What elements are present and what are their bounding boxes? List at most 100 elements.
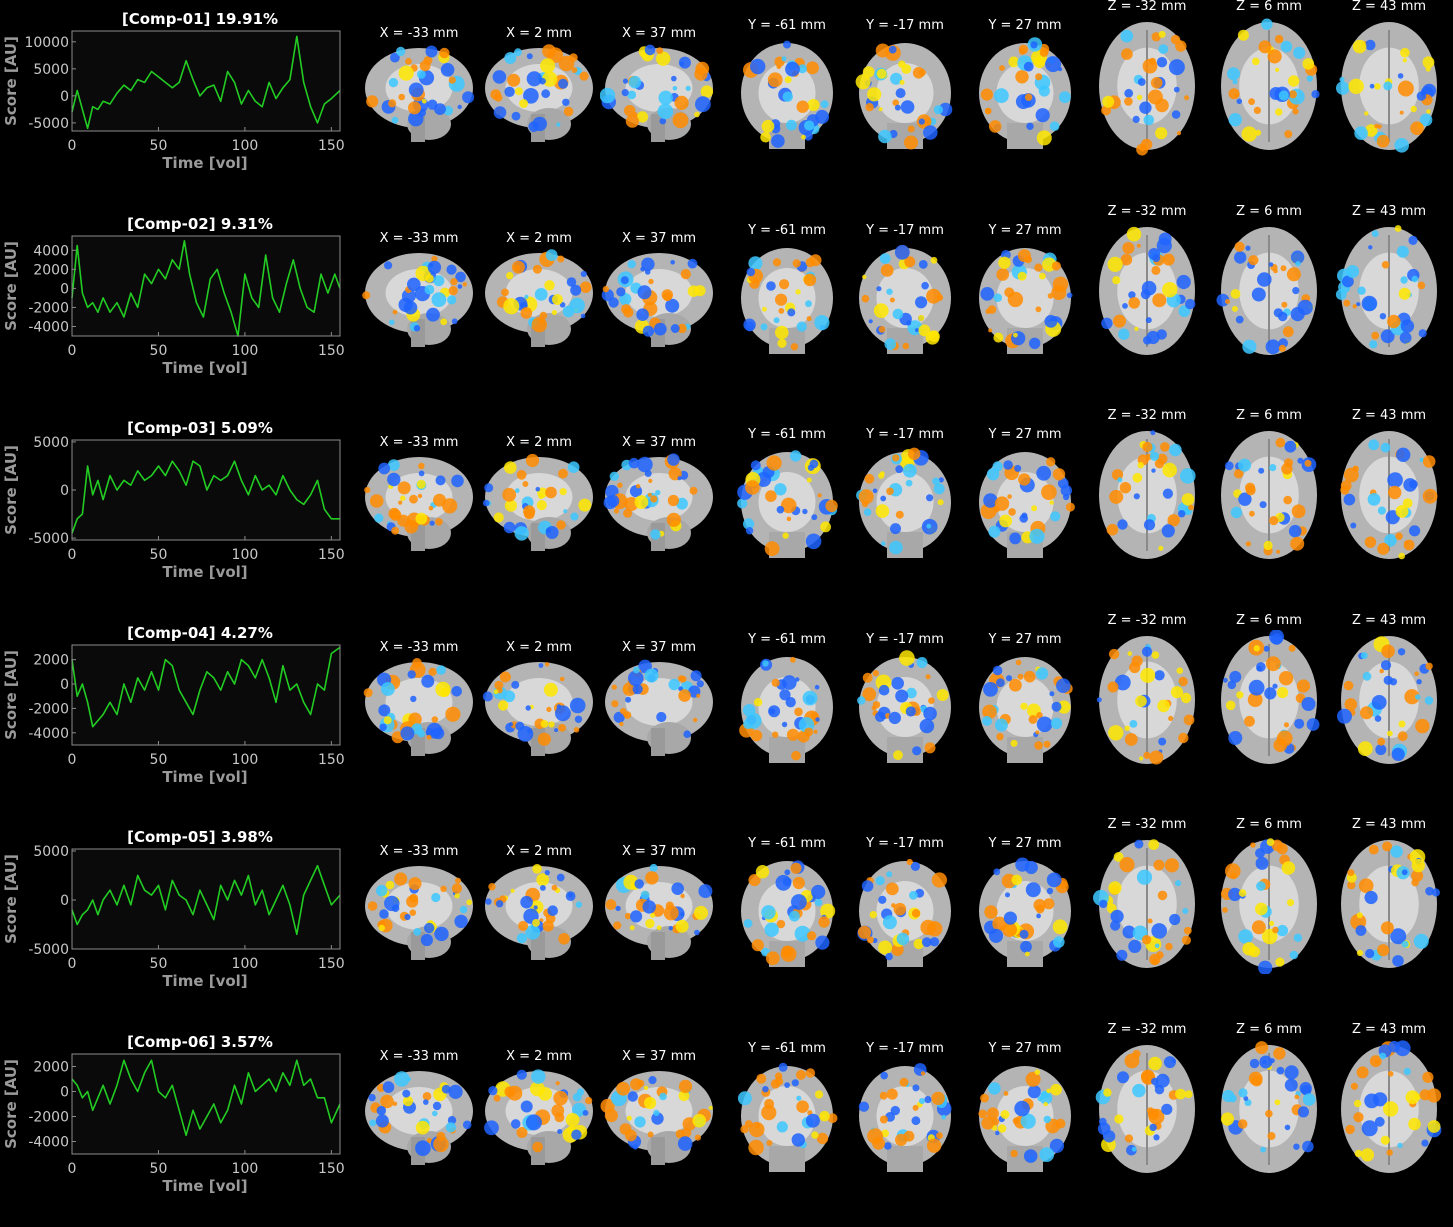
activation-blob: [1286, 267, 1301, 282]
activation-blob: [1167, 514, 1180, 527]
activation-blob: [634, 879, 644, 889]
activation-blob: [1365, 948, 1375, 959]
brainstem: [887, 1146, 923, 1172]
activation-blob: [861, 880, 874, 892]
activation-blob: [1402, 58, 1407, 63]
activation-blob: [814, 898, 823, 907]
brain-image: [364, 457, 473, 551]
activation-blob: [899, 1077, 909, 1087]
x-axis-label: Time [vol]: [162, 972, 247, 990]
activation-blob: [546, 706, 552, 712]
activation-blob: [1374, 1116, 1385, 1127]
activation-blob: [1039, 272, 1046, 280]
activation-blob: [931, 1091, 945, 1106]
activation-blob: [1151, 468, 1156, 473]
activation-blob: [938, 102, 953, 117]
activation-blob: [876, 286, 882, 292]
activation-blob: [890, 523, 901, 535]
activation-blob: [565, 891, 576, 901]
activation-blob: [760, 131, 771, 143]
activation-blob: [1013, 332, 1018, 338]
slice-coordinate-label: X = 37 mm: [621, 640, 697, 655]
activation-blob: [1017, 271, 1027, 281]
activation-blob: [1405, 1090, 1420, 1105]
activation-blob: [1394, 1040, 1411, 1057]
activation-blob: [1051, 261, 1061, 271]
x-tick-label: 0: [68, 547, 77, 563]
activation-blob: [1242, 942, 1256, 956]
activation-blob: [825, 499, 838, 513]
activation-blob: [1410, 121, 1424, 136]
activation-blob: [538, 493, 544, 500]
activation-blob: [1034, 1069, 1041, 1075]
activation-blob: [510, 888, 515, 893]
activation-blob: [1021, 512, 1028, 519]
activation-blob: [440, 63, 455, 77]
activation-blob: [648, 478, 653, 483]
activation-blob: [810, 712, 818, 719]
activation-blob: [678, 1090, 690, 1102]
activation-blob: [1059, 91, 1071, 104]
activation-blob: [392, 309, 398, 315]
activation-blob: [1377, 542, 1390, 555]
activation-blob: [1222, 907, 1228, 913]
activation-blob: [992, 665, 1003, 676]
activation-blob: [526, 53, 533, 60]
activation-blob: [1360, 1148, 1375, 1162]
activation-blob: [547, 905, 558, 916]
activation-blob: [890, 72, 903, 85]
activation-blob: [796, 1100, 809, 1113]
activation-blob: [1124, 733, 1138, 746]
activation-blob: [1015, 659, 1022, 666]
activation-blob: [1176, 131, 1182, 136]
activation-blob: [1137, 462, 1144, 469]
slice-coordinate-label: Z = 6 mm: [1236, 408, 1302, 423]
activation-blob: [387, 472, 401, 487]
activation-blob: [535, 486, 541, 492]
activation-blob: [1383, 81, 1393, 91]
brain-image: [979, 452, 1075, 558]
brain-slice-cor: Y = -17 mm: [846, 409, 964, 599]
activation-blob: [1302, 1093, 1316, 1106]
activation-blob: [1422, 83, 1437, 98]
activation-blob: [931, 872, 947, 888]
activation-blob: [499, 671, 511, 683]
activation-blob: [527, 728, 533, 734]
activation-blob: [454, 893, 460, 899]
activation-blob: [1360, 652, 1368, 659]
activation-blob: [1419, 1089, 1431, 1101]
activation-blob: [772, 258, 782, 267]
activation-blob: [774, 1072, 783, 1080]
activation-blob: [1006, 675, 1012, 682]
activation-blob: [413, 325, 421, 332]
activation-blob: [886, 487, 894, 496]
activation-blob: [827, 1113, 838, 1124]
activation-blob: [1162, 462, 1177, 478]
activation-blob: [1356, 949, 1364, 957]
activation-blob: [994, 88, 1009, 104]
activation-blob: [455, 877, 461, 884]
activation-blob: [519, 99, 529, 108]
activation-blob: [1397, 648, 1406, 656]
activation-blob: [661, 289, 673, 301]
activation-blob: [368, 1093, 376, 1102]
activation-blob: [1357, 286, 1366, 295]
activation-blob: [1418, 329, 1427, 338]
activation-blob: [637, 285, 652, 300]
activation-blob: [1409, 525, 1421, 537]
activation-blob: [677, 1136, 693, 1151]
activation-blob: [1352, 39, 1367, 54]
brain-slice-sag: X = -33 mm: [360, 409, 478, 599]
activation-blob: [1051, 701, 1062, 712]
activation-blob: [745, 712, 762, 729]
brain-image: [1221, 18, 1320, 150]
activation-blob: [888, 711, 901, 725]
activation-blob: [1306, 75, 1313, 82]
activation-blob: [809, 459, 819, 469]
activation-blob: [1427, 1120, 1441, 1133]
activation-blob: [1392, 955, 1404, 967]
activation-blob: [690, 670, 702, 682]
brain-image: [741, 248, 833, 354]
activation-blob: [819, 1110, 830, 1122]
activation-blob: [801, 134, 806, 140]
